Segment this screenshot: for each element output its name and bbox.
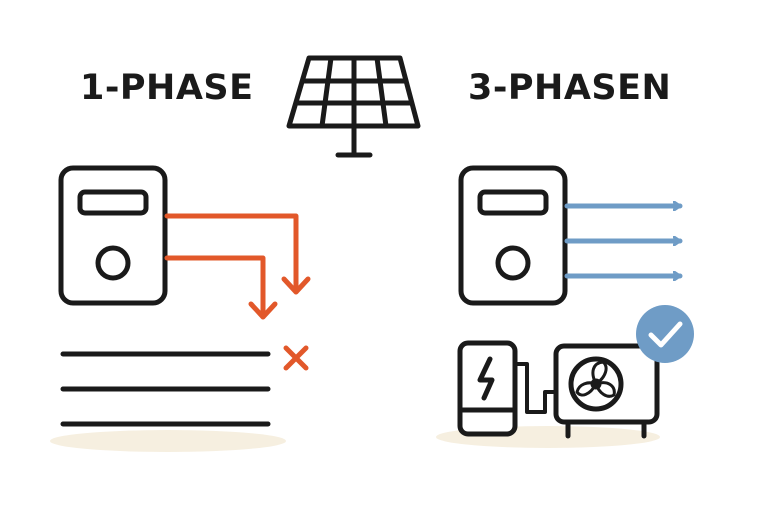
single-phase-title: 1-PHASE (80, 68, 254, 108)
single-phase-lines (164, 213, 311, 320)
heat-pump-icon (553, 343, 660, 439)
inverter-icon (58, 165, 168, 306)
three-phase-arrows (564, 206, 683, 276)
connector-cable (513, 362, 559, 414)
inverter-icon (458, 165, 568, 306)
ground-shadow-left (50, 430, 286, 452)
power-rail-lines (60, 351, 271, 427)
three-phase-title: 3-PHASEN (468, 68, 672, 108)
checkmark-badge-icon (636, 305, 694, 363)
ev-charger-icon (457, 340, 518, 437)
x-mark-icon (283, 345, 309, 371)
solar-panel-icon (286, 55, 421, 158)
